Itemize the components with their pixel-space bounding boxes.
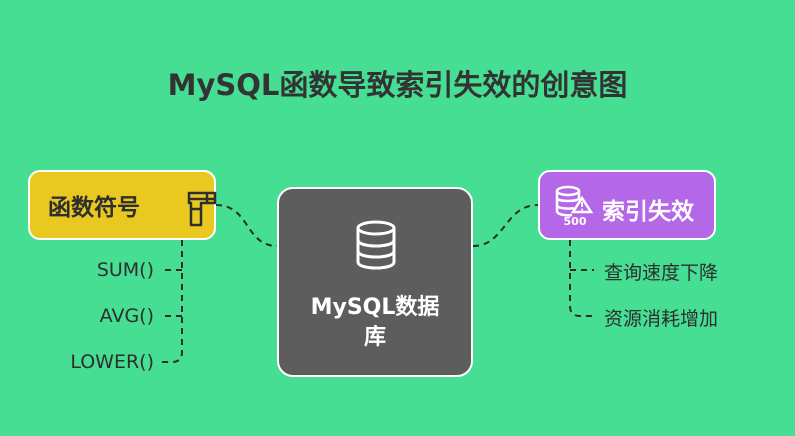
pipe-fitting-icon	[183, 185, 221, 233]
connector-effects-tree	[569, 240, 594, 317]
functions-label: 函数符号	[48, 195, 140, 221]
database-node: MySQL数据 库	[277, 187, 473, 377]
icon-500-text: 500	[564, 215, 587, 228]
function-example-sum: SUM()	[96, 259, 154, 281]
database-label-line2: 库	[363, 325, 386, 350]
connector-functions-tree	[160, 240, 183, 363]
database-label: MySQL数据 库	[279, 293, 471, 353]
database-icon	[354, 219, 398, 275]
connector-database-to-index	[472, 204, 539, 247]
effect-resource-increase: 资源消耗增加	[604, 308, 719, 330]
functions-node: 函数符号	[28, 170, 217, 240]
function-example-avg: AVG()	[99, 305, 154, 327]
diagram-title: MySQL函数导致索引失效的创意图	[167, 68, 628, 102]
effect-query-slowdown: 查询速度下降	[604, 262, 719, 284]
index-invalid-label: 索引失效	[602, 199, 694, 225]
index-invalid-node: 500 索引失效	[538, 170, 716, 240]
database-warning-500-icon: 500	[554, 184, 596, 232]
connector-functions-to-database	[215, 204, 278, 247]
function-example-lower: LOWER()	[70, 351, 154, 373]
database-label-line1: MySQL数据	[310, 295, 440, 320]
